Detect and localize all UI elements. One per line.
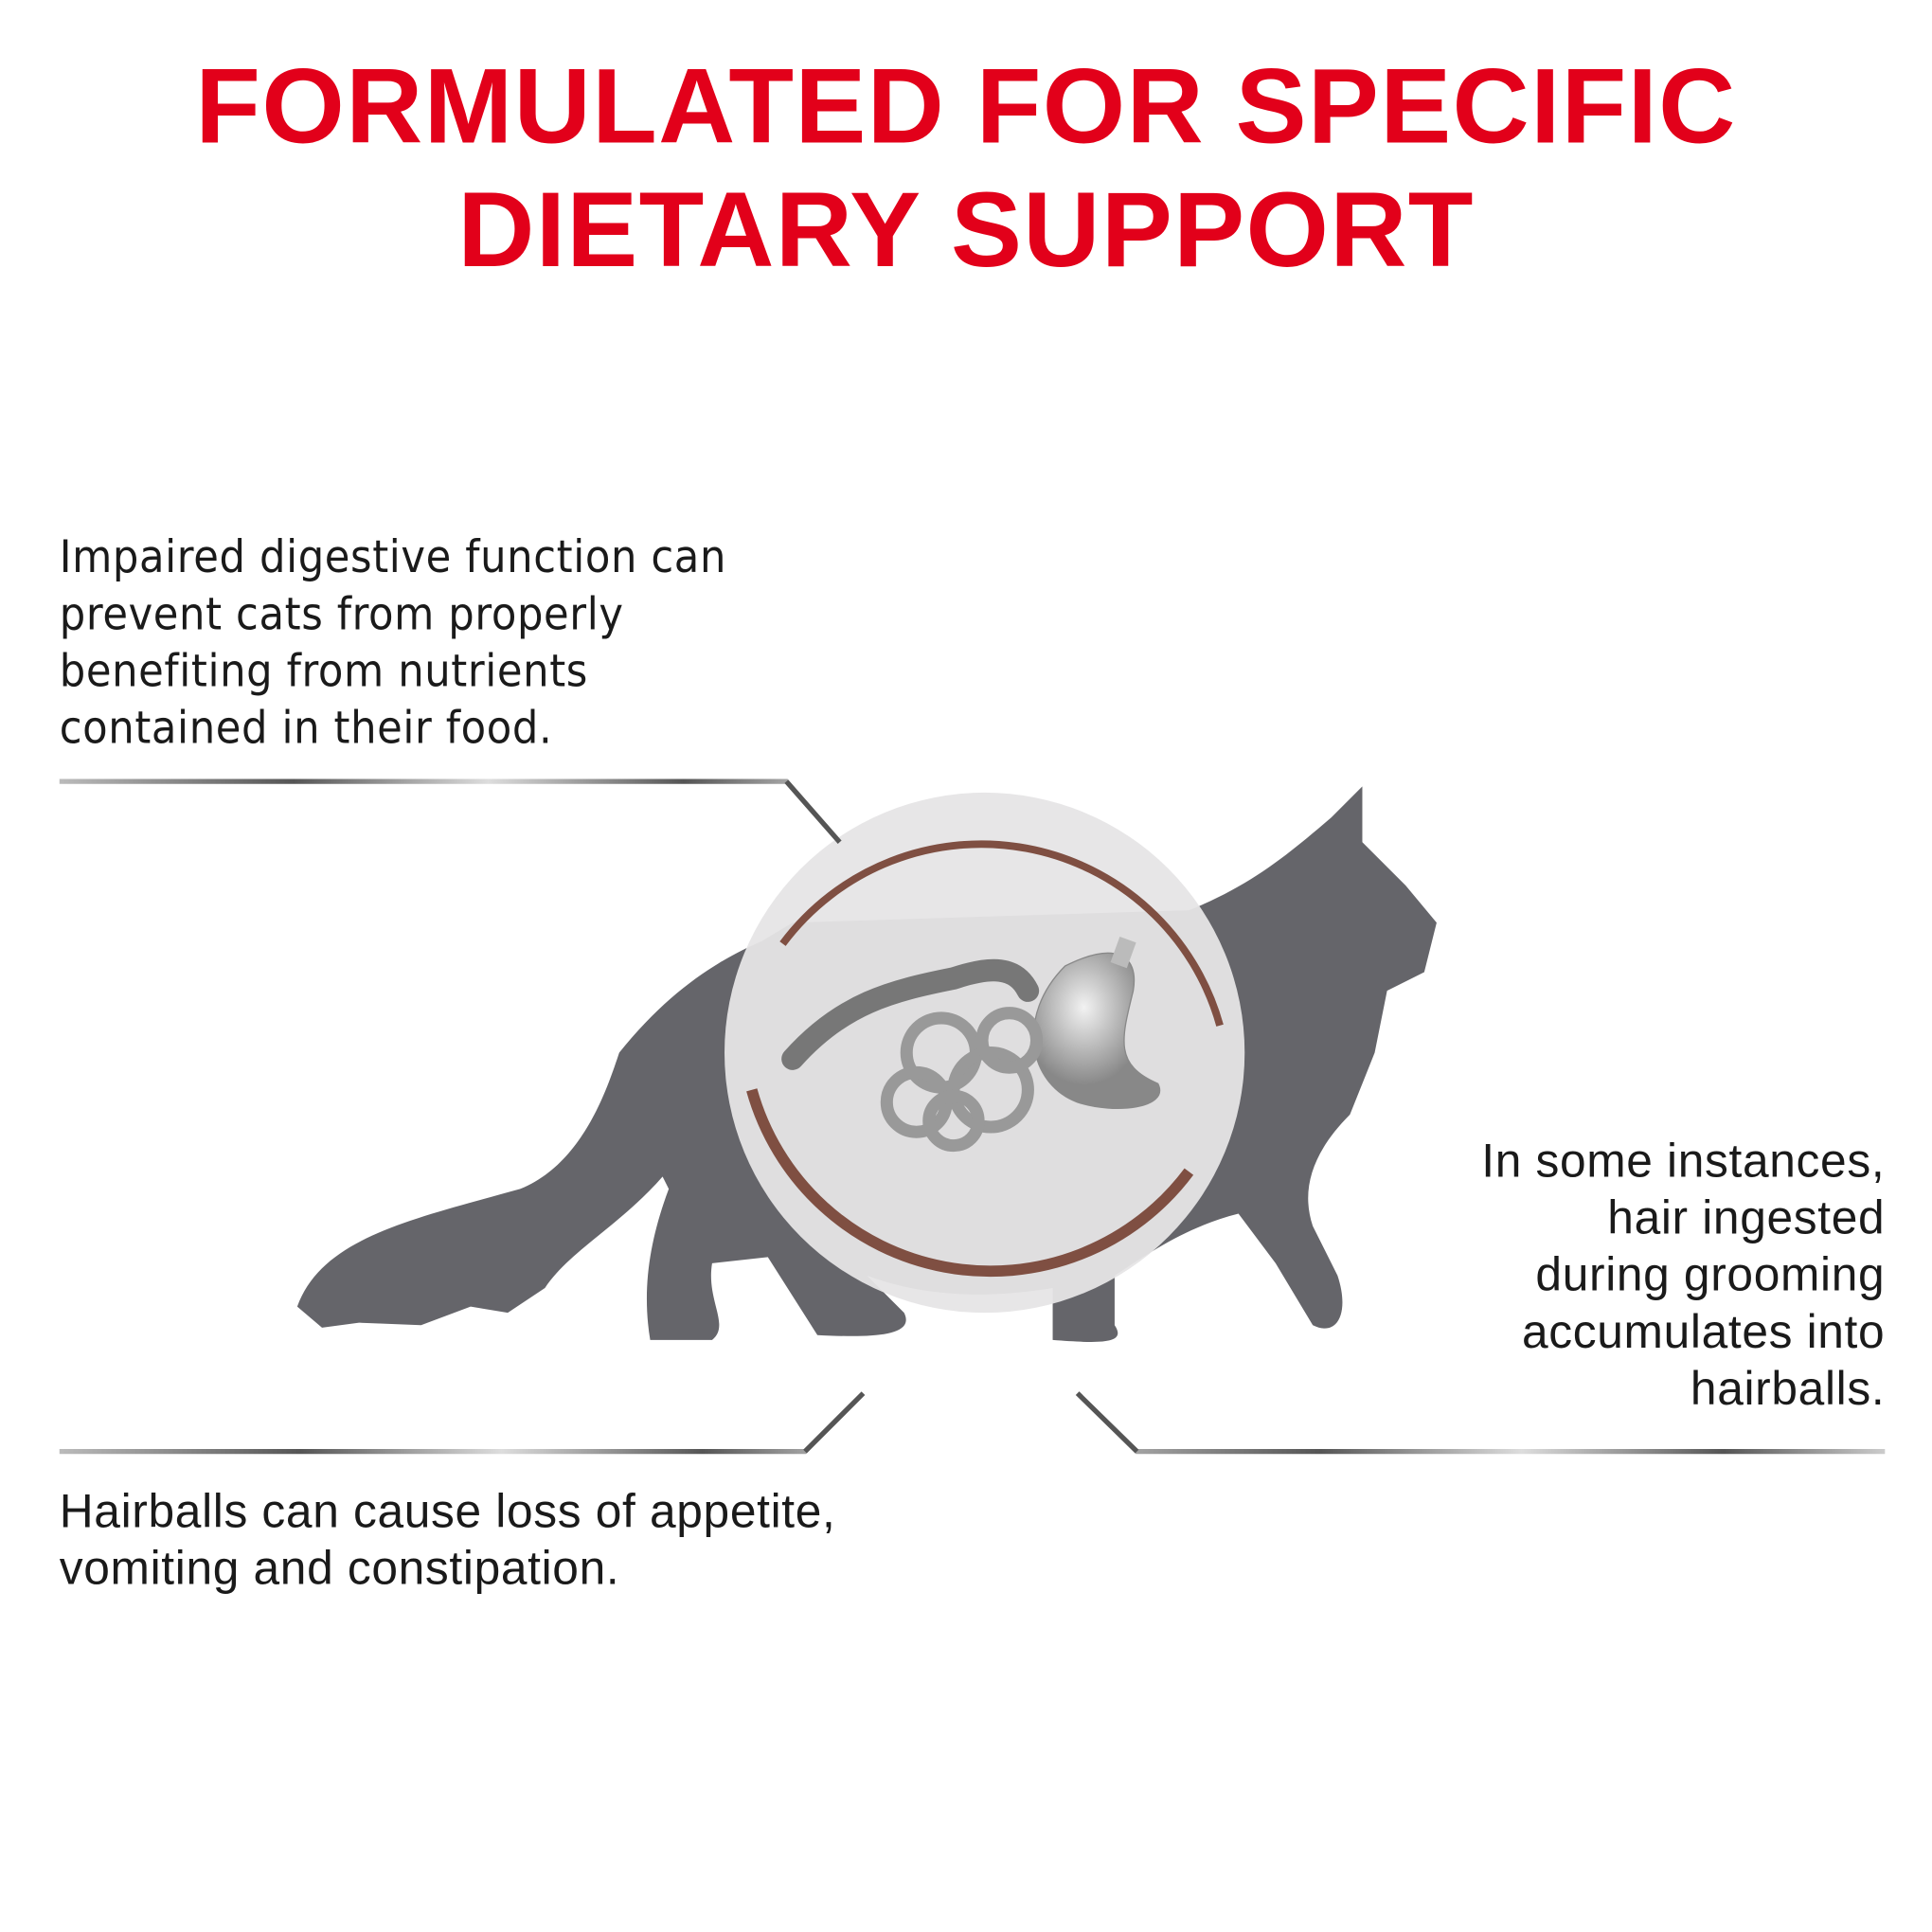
text-line: accumulates into: [1521, 1306, 1886, 1359]
page-title: FORMULATED FOR SPECIFIC DIETARY SUPPORT: [0, 45, 1932, 293]
text-line: hair ingested: [1607, 1192, 1886, 1245]
digestive-organs-icon: [781, 936, 1161, 1153]
text-line: benefiting from nutrients: [59, 646, 588, 698]
title-line-2: DIETARY SUPPORT: [457, 170, 1475, 291]
ring-arc-top: [779, 840, 1224, 1027]
callout-line-bottom-left: [59, 1391, 866, 1455]
callout-lines: [59, 778, 1886, 1455]
text-line: Impaired digestive function can: [59, 532, 727, 583]
callout-digestive: Impaired digestive function can prevent …: [60, 530, 726, 759]
callout-hair-ingested: In some instances, hair ingested during …: [1481, 1134, 1885, 1419]
text-line: prevent cats from properly: [59, 589, 624, 641]
callout-hairball-effects: Hairballs can cause loss of appetite, vo…: [60, 1484, 836, 1598]
text-line: vomiting and constipation.: [59, 1543, 620, 1596]
text-line: Hairballs can cause loss of appetite,: [59, 1486, 836, 1539]
title-line-1: FORMULATED FOR SPECIFIC: [195, 46, 1737, 167]
text-line: hairballs.: [1690, 1363, 1886, 1416]
ring-arc-bottom: [746, 1088, 1194, 1278]
callout-line-top-left: [59, 778, 842, 844]
text-line: during grooming: [1535, 1249, 1886, 1302]
text-line: contained in their food.: [59, 703, 553, 755]
text-line: In some instances,: [1481, 1136, 1886, 1189]
